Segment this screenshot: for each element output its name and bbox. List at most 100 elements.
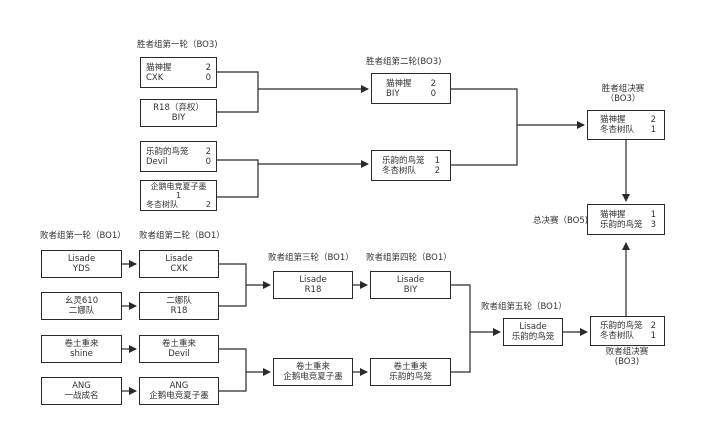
- team-name: CXK: [146, 72, 164, 83]
- team-name: 企鹅电竞夏子墨: [283, 372, 343, 382]
- match-row: 乐韵的鸟笼 2: [141, 147, 216, 157]
- match-row: 乐韵的鸟笼 2: [591, 321, 664, 331]
- team-score: 1: [175, 191, 182, 200]
- team-score: 1: [650, 331, 656, 341]
- match-lb2-m1: Lisade CXK: [139, 250, 219, 278]
- team-name: BIY: [403, 285, 418, 295]
- team-score: 2: [434, 165, 440, 176]
- team-name: 一战成名: [64, 391, 99, 401]
- connector-wb1-bottom: [217, 160, 368, 198]
- team-name: 卷土重来: [64, 339, 99, 349]
- match-lb1-m4: ANG 一战成名: [41, 377, 122, 405]
- team-name: R18: [304, 285, 322, 295]
- team-score: 3: [650, 219, 656, 230]
- match-row: 猫神握 2: [588, 115, 664, 125]
- team-name: 冬杏树队: [146, 200, 178, 209]
- team-name: Lisade: [165, 254, 193, 264]
- team-score: 2: [650, 321, 656, 331]
- label-losers-round-2: 败者组第二轮（BO1）: [139, 231, 225, 241]
- match-row: 冬杏树队 2: [372, 166, 450, 176]
- label-losers-final-title: 败者组决赛: [605, 347, 649, 357]
- team-name: 乐韵的鸟笼: [600, 321, 643, 331]
- match-row: 冬杏树队 1: [591, 331, 664, 341]
- team-name: 卷土重来: [393, 362, 428, 372]
- connector-lb4: [451, 284, 500, 373]
- team-name: 乐韵的鸟笼: [146, 146, 189, 157]
- label-losers-round-3: 败者组第三轮（BO1）: [268, 253, 354, 263]
- label-losers-round-1: 败者组第一轮（BO1）: [40, 231, 126, 241]
- match-wb1-m2: R18（弃权） BIY: [140, 99, 217, 127]
- match-lb3-m2: 卷土重来 企鹅电竞夏子墨: [273, 358, 353, 386]
- team-name: 冬杏树队: [600, 331, 635, 341]
- team-name: shine: [70, 349, 93, 359]
- team-score: 2: [650, 115, 656, 125]
- team-score: 1: [650, 209, 656, 220]
- team-name: ANG: [169, 381, 189, 391]
- team-score: 2: [205, 146, 211, 157]
- team-name: 卷土重来: [295, 362, 330, 372]
- match-row: 猫神握 1: [588, 210, 664, 220]
- label-losers-round-4: 败者组第四轮（BO1）: [366, 253, 452, 263]
- team-name: 乐韵的鸟笼: [511, 332, 555, 342]
- connector-lb2-bottom: [219, 348, 270, 392]
- label-losers-final-format: (BO3): [614, 357, 640, 367]
- match-lb2-m2: 二娜队 R18: [139, 292, 219, 320]
- team-name: CXK: [170, 264, 188, 274]
- label-winners-round-2: 胜者组第二轮(BO3): [366, 57, 442, 67]
- team-score: 1: [650, 125, 656, 135]
- team-name: R18（弃权）: [153, 103, 204, 113]
- team-name: 乐韵的鸟笼: [382, 155, 425, 166]
- match-losers-final: 乐韵的鸟笼 2 冬杏树队 1: [590, 316, 665, 346]
- connector-lb2-top: [219, 263, 270, 307]
- team-name: Lisade: [299, 275, 327, 285]
- team-name: 乐韵的鸟笼: [600, 219, 643, 230]
- label-grand-final: 总决赛（BO5): [533, 216, 589, 226]
- team-name: 冬杏树队: [382, 165, 417, 176]
- match-lb4-m2: 卷土重来 乐韵的鸟笼: [370, 358, 451, 386]
- team-name: 乐韵的鸟笼: [389, 372, 432, 382]
- connector-wb1-top: [217, 71, 368, 113]
- team-name: 猫神握: [386, 78, 412, 89]
- team-score: 0: [205, 156, 211, 167]
- match-lb1-m2: 幺灵610 二娜队: [41, 292, 122, 320]
- label-winners-final-format: （BO3）: [605, 94, 641, 104]
- team-name: 猫神握: [600, 209, 626, 220]
- match-lb3-m1: Lisade R18: [273, 271, 353, 299]
- team-name: 幺灵610: [64, 296, 99, 306]
- team-score: 0: [430, 88, 436, 99]
- team-name: 卷土重来: [161, 339, 196, 349]
- team-name: Devil: [168, 349, 190, 359]
- team-name: 二娜队: [68, 306, 95, 316]
- team-name: BIY: [171, 113, 186, 123]
- team-name: YDS: [72, 264, 91, 274]
- team-name: Lisade: [396, 275, 425, 285]
- team-name: 二娜队: [166, 296, 192, 306]
- match-lb1-m3: 卷土重来 shine: [41, 335, 122, 363]
- label-losers-round-5: 败者组第五轮（BO1）: [481, 302, 567, 312]
- label-losers-final: 败者组决赛 (BO3): [592, 347, 662, 367]
- team-name: 企鹅电竞夏子墨: [149, 391, 209, 401]
- match-lb2-m3: 卷土重来 Devil: [139, 335, 219, 363]
- match-lb5: Lisade 乐韵的鸟笼: [503, 318, 563, 346]
- label-winners-round-1: 胜者组第一轮（BO3): [137, 40, 218, 50]
- match-grand-final: 猫神握 1 乐韵的鸟笼 3: [587, 204, 665, 235]
- team-name: Lisade: [519, 322, 547, 332]
- match-lb4-m1: Lisade BIY: [370, 271, 451, 299]
- team-name: 猫神握: [600, 115, 626, 125]
- team-score: 2: [205, 62, 211, 73]
- team-name: R18: [170, 306, 188, 316]
